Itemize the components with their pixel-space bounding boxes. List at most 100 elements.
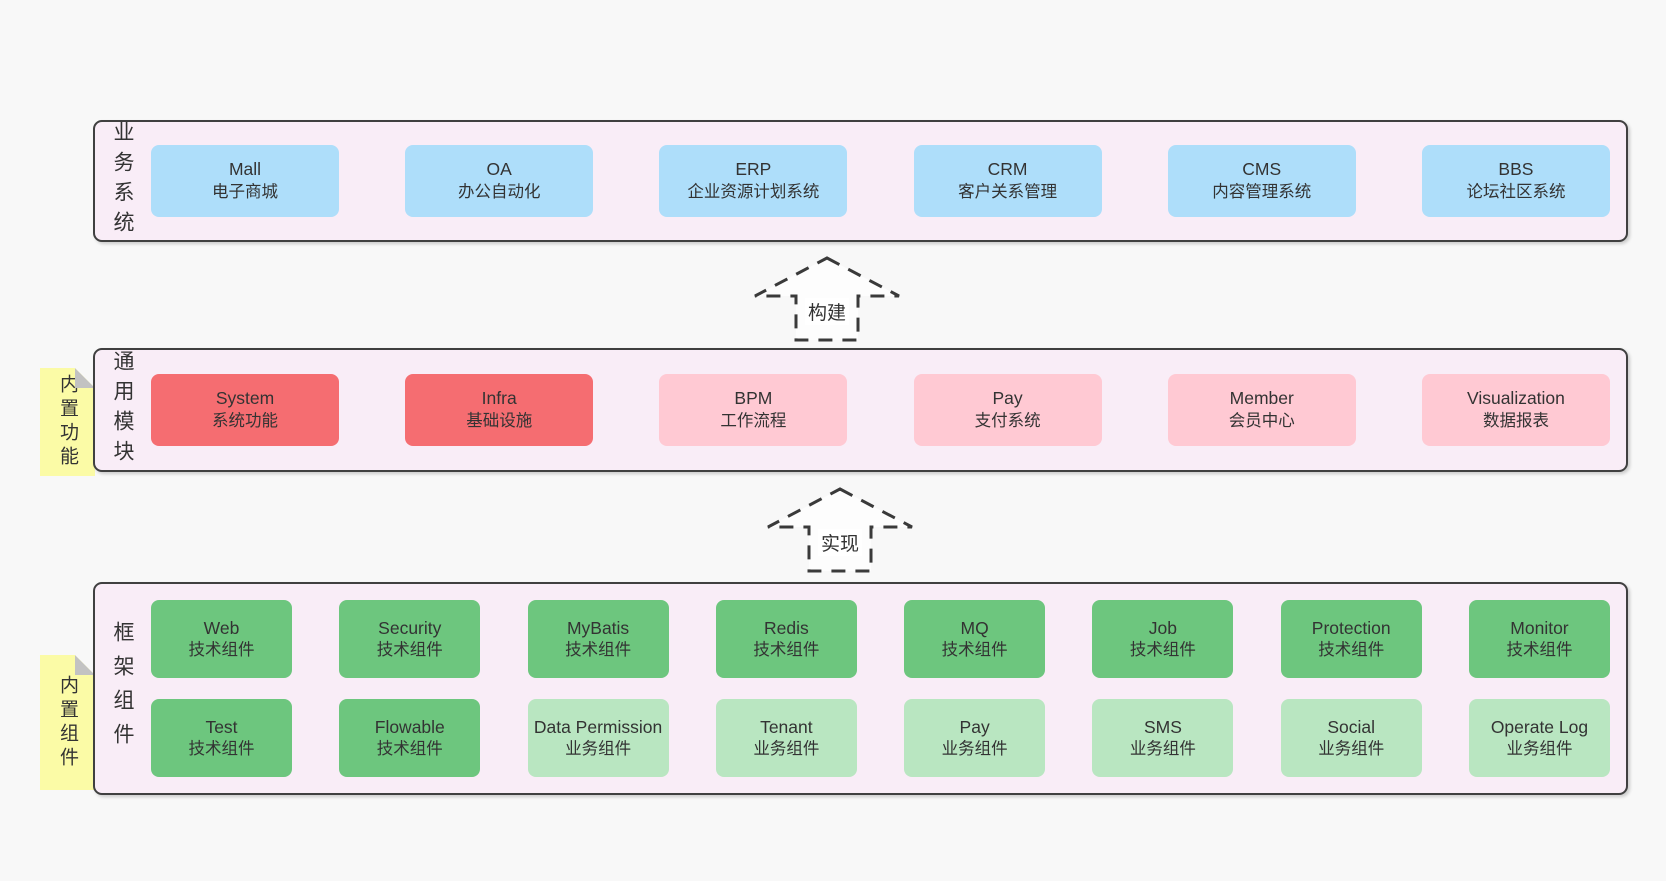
box-subtitle: 技术组件 xyxy=(376,641,443,659)
box-cms: CMS 内容管理系统 xyxy=(1167,145,1356,217)
box-flowable: Flowable 技术组件 xyxy=(339,699,481,777)
arrow-build-label: 构建 xyxy=(804,298,850,325)
box-security: Security 技术组件 xyxy=(339,600,481,678)
box-subtitle: 业务组件 xyxy=(1129,740,1196,758)
box-system: System 系统功能 xyxy=(151,374,339,446)
box-subtitle: 系统功能 xyxy=(212,412,278,430)
box-title: Pay xyxy=(992,388,1023,408)
box-visualization: Visualization 数据报表 xyxy=(1421,374,1610,446)
band-label-text: 业务系统 xyxy=(111,121,134,241)
box-mq: MQ 技术组件 xyxy=(904,600,1046,678)
box-web: Web 技术组件 xyxy=(151,600,292,678)
box-protection: Protection 技术组件 xyxy=(1280,600,1422,678)
box-tenant: Tenant 业务组件 xyxy=(715,699,857,777)
box-test: Test 技术组件 xyxy=(151,699,292,777)
box-title: BBS xyxy=(1498,159,1534,179)
box-bpm: BPM 工作流程 xyxy=(659,374,848,446)
box-social: Social 业务组件 xyxy=(1280,699,1422,777)
box-title: Monitor xyxy=(1510,618,1569,638)
band-label-modules: 通用模块 xyxy=(95,350,149,470)
box-subtitle: 技术组件 xyxy=(753,641,820,659)
note-built-in-features: 内置功能 xyxy=(40,368,95,476)
box-mall: Mall 电子商城 xyxy=(151,145,339,217)
box-subtitle: 业务组件 xyxy=(1318,740,1385,758)
box-title: Operate Log xyxy=(1490,717,1589,737)
box-title: Web xyxy=(203,618,240,638)
box-subtitle: 支付系统 xyxy=(974,412,1041,430)
note-text: 内置功能 xyxy=(57,374,78,470)
box-title: SMS xyxy=(1143,717,1182,737)
box-subtitle: 技术组件 xyxy=(188,641,255,659)
band-label-text: 通用模块 xyxy=(111,350,134,470)
box-data-permission: Data Permission 业务组件 xyxy=(527,699,669,777)
box-subtitle: 技术组件 xyxy=(1506,641,1573,659)
box-oa: OA 办公自动化 xyxy=(405,145,594,217)
band-label-components: 框架组件 xyxy=(95,584,149,793)
box-subtitle: 技术组件 xyxy=(376,740,443,758)
box-subtitle: 工作流程 xyxy=(720,412,787,430)
box-title: CRM xyxy=(987,159,1028,179)
folded-corner-icon xyxy=(75,655,95,675)
box-subtitle: 技术组件 xyxy=(565,641,632,659)
box-redis: Redis 技术组件 xyxy=(715,600,857,678)
box-subtitle: 业务组件 xyxy=(1506,740,1573,758)
box-title: Flowable xyxy=(374,717,445,737)
box-title: OA xyxy=(486,159,512,179)
box-title: Job xyxy=(1148,618,1178,638)
note-text: 内置组件 xyxy=(57,674,78,771)
box-title: Mall xyxy=(228,159,262,179)
box-subtitle: 业务组件 xyxy=(941,740,1008,758)
arrow-implement-label: 实现 xyxy=(817,529,863,556)
band-business-systems: 业务系统 Mall 电子商城 OA 办公自动化 ERP 企业资源计划系统 CRM… xyxy=(93,120,1628,242)
band-framework-components: 框架组件 Web 技术组件 Security 技术组件 MyBatis 技术组件… xyxy=(93,582,1628,795)
box-subtitle: 技术组件 xyxy=(1129,641,1196,659)
box-subtitle: 会员中心 xyxy=(1228,412,1295,430)
folded-corner-icon xyxy=(75,368,95,388)
box-subtitle: 业务组件 xyxy=(565,740,632,758)
box-operate-log: Operate Log 业务组件 xyxy=(1468,699,1610,777)
box-title: Tenant xyxy=(760,717,813,737)
box-title: Redis xyxy=(763,618,809,638)
box-subtitle: 业务组件 xyxy=(753,740,820,758)
box-erp: ERP 企业资源计划系统 xyxy=(659,145,848,217)
components-boxes-grid: Web 技术组件 Security 技术组件 MyBatis 技术组件 Redi… xyxy=(149,584,1626,793)
box-infra: Infra 基础设施 xyxy=(405,374,594,446)
box-title: MQ xyxy=(960,618,989,638)
business-boxes-row: Mall 电子商城 OA 办公自动化 ERP 企业资源计划系统 CRM 客户关系… xyxy=(149,122,1626,240)
box-crm: CRM 客户关系管理 xyxy=(913,145,1102,217)
note-built-in-components: 内置组件 xyxy=(40,655,95,790)
box-title: Protection xyxy=(1311,618,1391,638)
box-title: ERP xyxy=(735,159,772,179)
box-subtitle: 办公自动化 xyxy=(457,183,541,201)
box-title: Member xyxy=(1229,388,1294,408)
box-title: Visualization xyxy=(1466,388,1565,408)
box-subtitle: 客户关系管理 xyxy=(958,183,1058,201)
box-subtitle: 技术组件 xyxy=(1318,641,1385,659)
box-title: System xyxy=(215,388,275,408)
box-title: MyBatis xyxy=(566,618,630,638)
box-title: Pay xyxy=(959,717,990,737)
box-pay-component: Pay 业务组件 xyxy=(904,699,1046,777)
box-bbs: BBS 论坛社区系统 xyxy=(1421,145,1610,217)
arrow-implement: 实现 xyxy=(765,486,915,574)
box-title: Test xyxy=(205,717,238,737)
box-title: BPM xyxy=(734,388,773,408)
box-job: Job 技术组件 xyxy=(1092,600,1234,678)
box-subtitle: 技术组件 xyxy=(941,641,1008,659)
box-subtitle: 论坛社区系统 xyxy=(1466,183,1566,201)
box-subtitle: 电子商城 xyxy=(212,183,278,201)
modules-boxes-row: System 系统功能 Infra 基础设施 BPM 工作流程 Pay 支付系统… xyxy=(149,350,1626,470)
box-mybatis: MyBatis 技术组件 xyxy=(527,600,669,678)
box-title: CMS xyxy=(1242,159,1282,179)
box-member: Member 会员中心 xyxy=(1167,374,1356,446)
box-subtitle: 基础设施 xyxy=(466,412,533,430)
box-title: Data Permission xyxy=(533,717,663,737)
box-subtitle: 企业资源计划系统 xyxy=(687,183,820,201)
box-title: Social xyxy=(1327,717,1376,737)
band-label-text: 框架组件 xyxy=(111,620,134,757)
band-common-modules: 通用模块 System 系统功能 Infra 基础设施 BPM 工作流程 Pay… xyxy=(93,348,1628,472)
box-subtitle: 数据报表 xyxy=(1482,412,1549,430)
box-title: Infra xyxy=(481,388,517,408)
box-pay-module: Pay 支付系统 xyxy=(913,374,1102,446)
band-label-business: 业务系统 xyxy=(95,121,149,241)
